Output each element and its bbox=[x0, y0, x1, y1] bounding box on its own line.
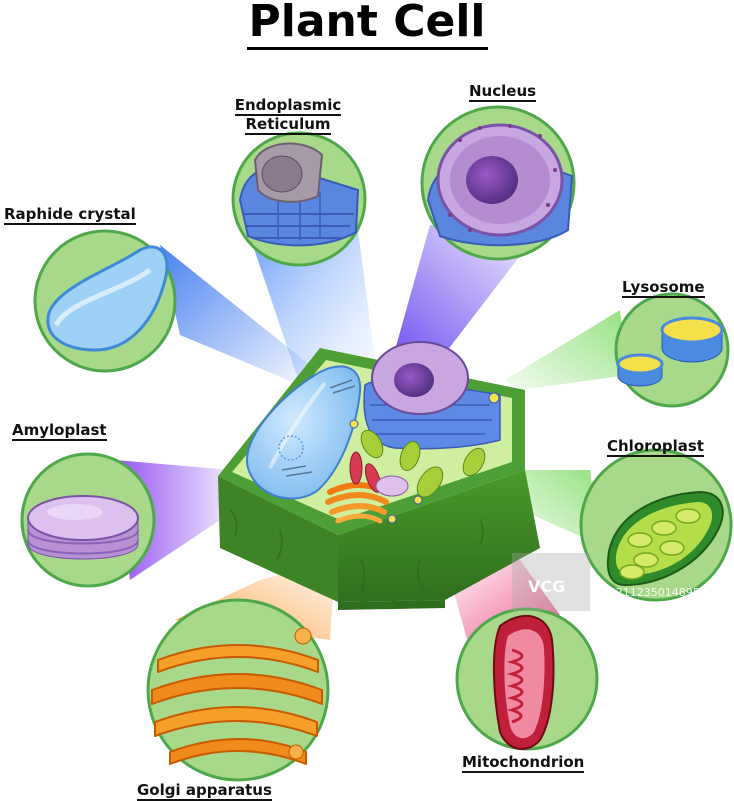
vacuole bbox=[245, 365, 362, 500]
raphide-crystal-circle bbox=[33, 229, 177, 373]
chloroplast-circle bbox=[579, 448, 733, 602]
amyloplast-circle bbox=[20, 452, 156, 588]
beam-chloroplast bbox=[510, 470, 600, 545]
watermark-logo-box bbox=[512, 553, 590, 611]
label-amyloplast: Amyloplast bbox=[12, 421, 107, 441]
label-lysosome: Lysosome bbox=[622, 278, 705, 298]
page-title: Plant Cell bbox=[0, 0, 734, 50]
beam-lysosome bbox=[505, 310, 628, 390]
label-chloroplast: Chloroplast bbox=[607, 437, 704, 457]
mitochondrion-circle bbox=[455, 607, 599, 751]
label-mitochondrion: Mitochondrion bbox=[462, 753, 585, 773]
watermark-id: VCG211235014895 bbox=[592, 586, 700, 599]
label-nucleus: Nucleus bbox=[469, 82, 537, 102]
label-golgi-apparatus: Golgi apparatus bbox=[137, 781, 272, 801]
er-circle bbox=[231, 131, 367, 267]
label-raphide-crystal: Raphide crystal bbox=[4, 205, 136, 225]
nucleus-circle bbox=[420, 105, 576, 261]
golgi-circle bbox=[146, 598, 330, 782]
beam-raphide bbox=[160, 245, 310, 385]
lysosome-circle bbox=[614, 292, 730, 408]
label-endoplasmic-reticulum: Endoplasmic Reticulum bbox=[234, 96, 342, 135]
cell-block bbox=[218, 341, 540, 610]
watermark-logo: VCG bbox=[528, 577, 566, 596]
